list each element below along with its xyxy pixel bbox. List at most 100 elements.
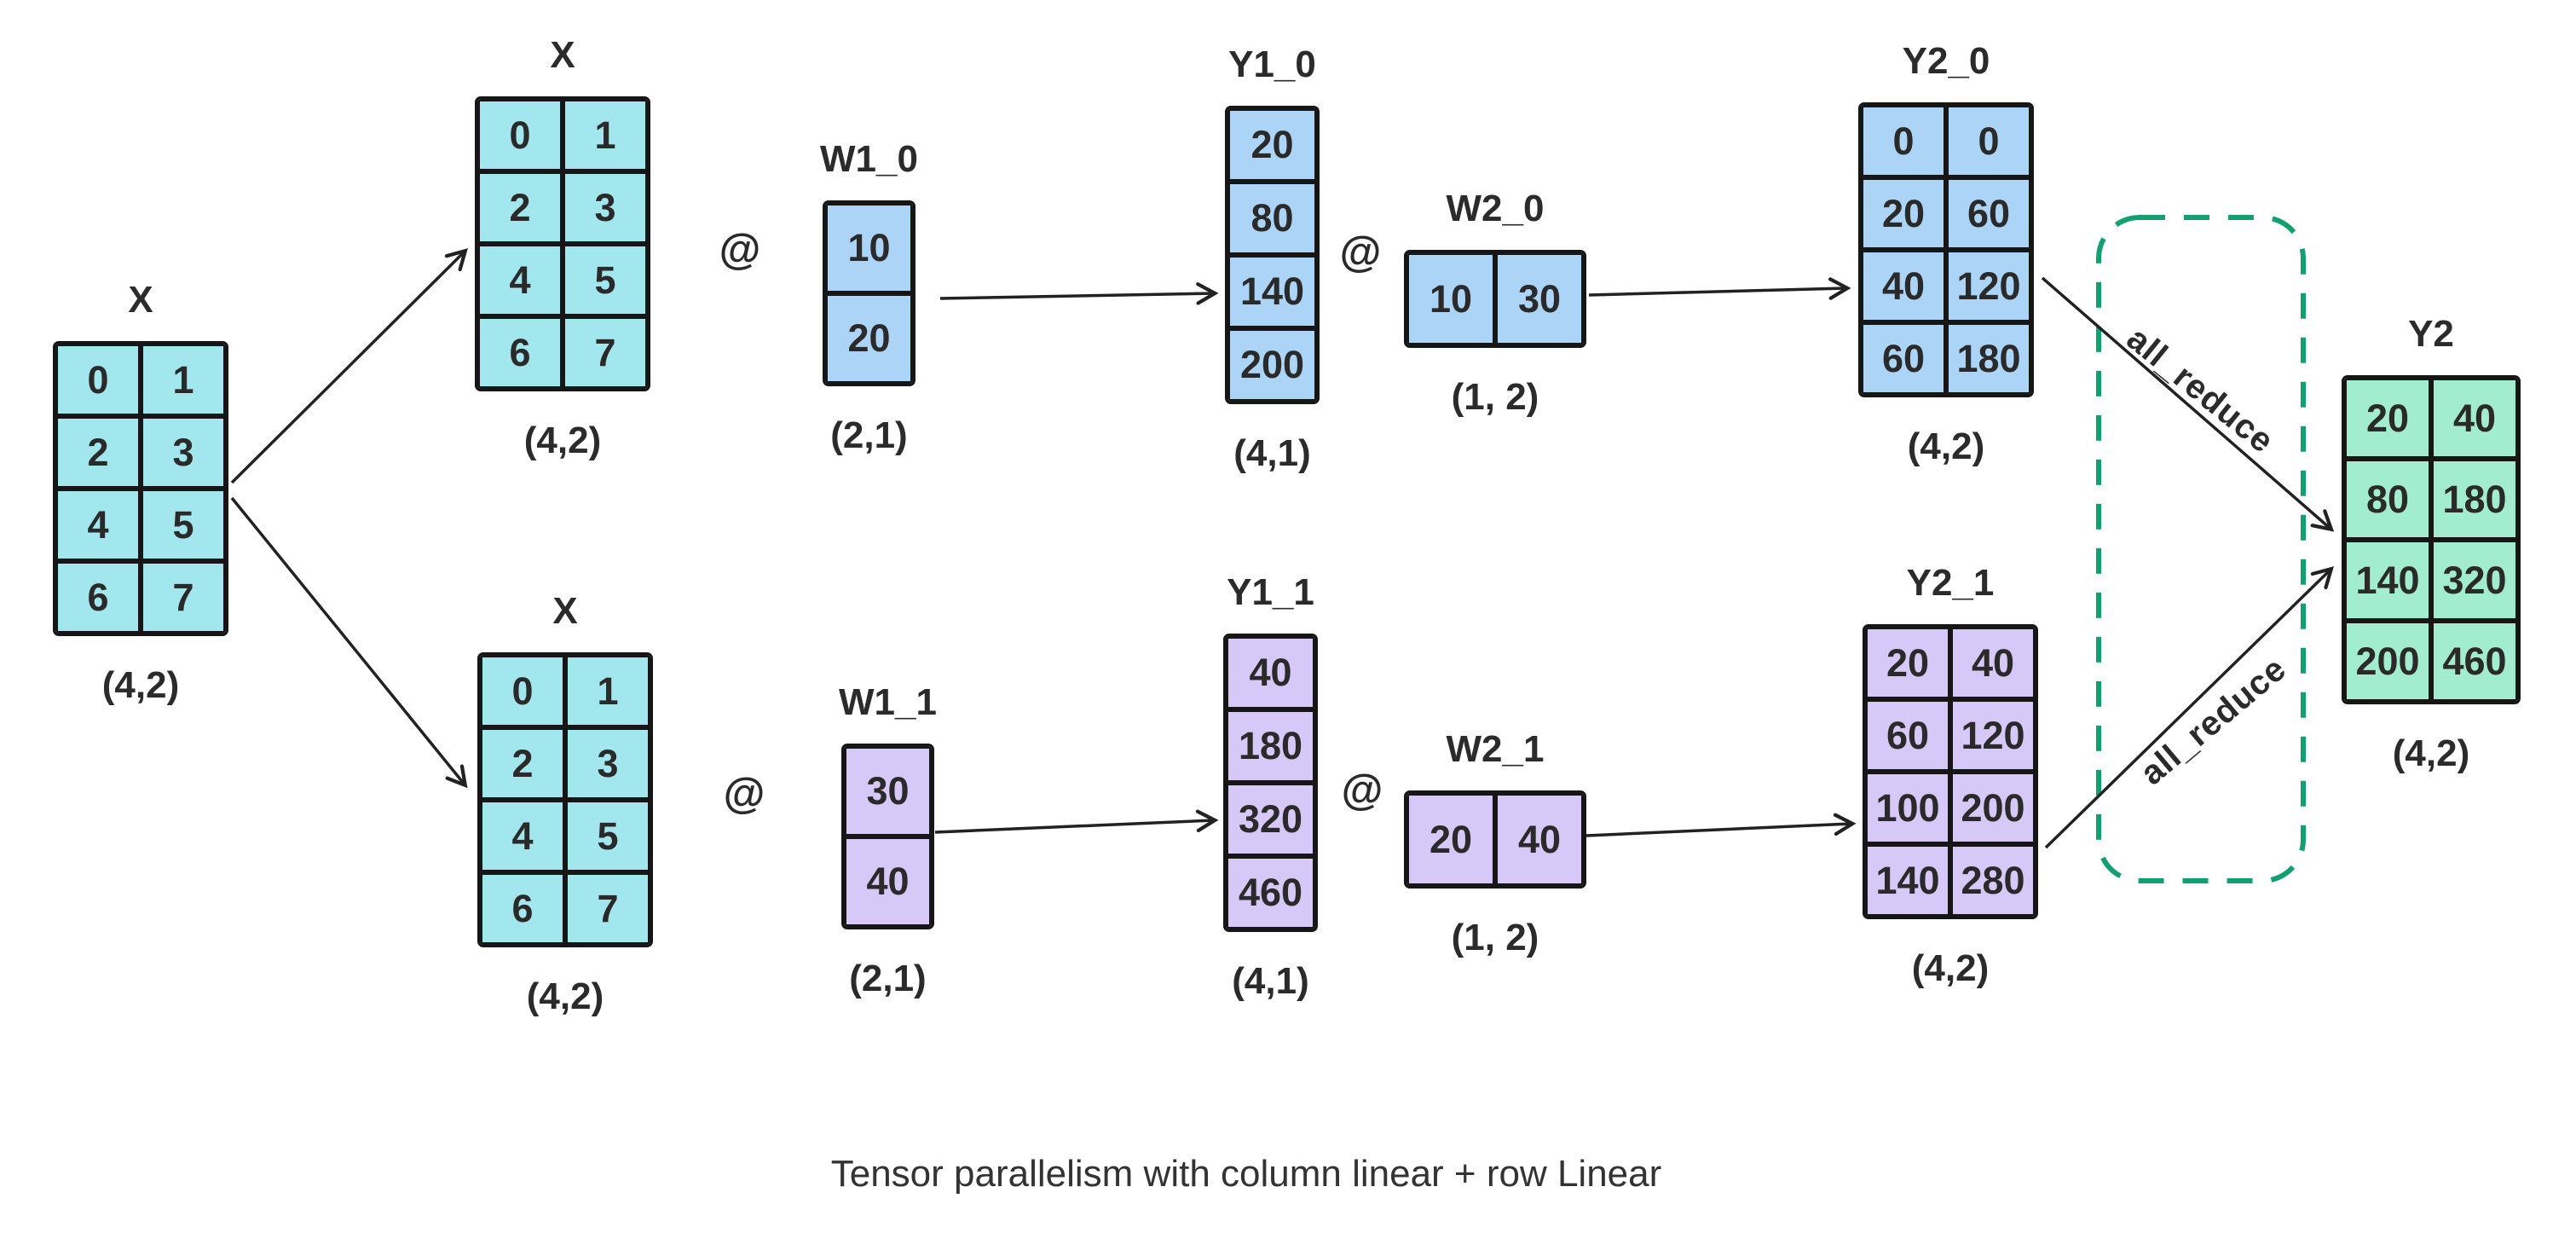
matrix-cell: 460 bbox=[2431, 621, 2518, 702]
matrix-cell: 6 bbox=[480, 872, 565, 945]
matrix-cell: 5 bbox=[565, 800, 650, 872]
matmul-operator: @ bbox=[719, 225, 761, 273]
matrix-cell: 100 bbox=[1865, 772, 1950, 844]
matrix-cell: 20 bbox=[1865, 627, 1950, 699]
matrix-shape-label: (4,1) bbox=[1232, 960, 1309, 1002]
matrix-cell: 120 bbox=[1946, 250, 2031, 322]
matrix-cell: 20 bbox=[1406, 793, 1495, 886]
matrix-cell: 7 bbox=[563, 316, 648, 389]
matrix-shape-label: (2,1) bbox=[830, 414, 908, 456]
matrix-cell: 6 bbox=[477, 316, 563, 389]
matrix-cell: 4 bbox=[477, 244, 563, 316]
matrix-label: X bbox=[550, 34, 575, 76]
matrix-cell: 2 bbox=[55, 416, 141, 489]
matrix-cell: 320 bbox=[2431, 540, 2518, 621]
matrix-cell: 3 bbox=[141, 416, 226, 489]
matrix-cell: 0 bbox=[1861, 105, 1946, 177]
matrix-cell: 3 bbox=[565, 727, 650, 800]
matrix-cell: 200 bbox=[2344, 621, 2431, 702]
matrix-cell: 20 bbox=[1227, 108, 1317, 182]
matrix-shape-label: (4,2) bbox=[1911, 947, 1990, 989]
matrix-label: Y1_0 bbox=[1228, 43, 1316, 85]
arrow-x-to-x-bottom bbox=[230, 496, 468, 789]
matrix-cell: 320 bbox=[1226, 783, 1315, 856]
matrix-cell: 120 bbox=[1950, 699, 2036, 772]
matrix-cell: 140 bbox=[1227, 255, 1317, 328]
matrix-cell: 180 bbox=[1226, 709, 1315, 783]
matrix-cell: 140 bbox=[1865, 844, 1950, 917]
matrix-shape-label: (4,2) bbox=[2392, 732, 2470, 774]
matrix-cell: 280 bbox=[1950, 844, 2036, 917]
arrow-w2-1-to-y2-1 bbox=[1585, 813, 1857, 837]
matrix-cell: 20 bbox=[824, 293, 913, 384]
matrix-shape-label: (4,1) bbox=[1233, 432, 1311, 474]
matrix-cell: 40 bbox=[1226, 636, 1315, 709]
matrix-cell: 60 bbox=[1861, 322, 1946, 395]
matrix-cell: 0 bbox=[55, 344, 141, 416]
matrix-cell: 5 bbox=[141, 489, 226, 561]
matrix-cell: 30 bbox=[1495, 252, 1584, 345]
all-reduce-dashed-box bbox=[2096, 215, 2306, 883]
matrix-cell: 30 bbox=[843, 746, 932, 836]
all-reduce-label: all_reduce bbox=[2133, 649, 2294, 793]
matrix-label: X bbox=[128, 279, 153, 321]
matrix-cell: 60 bbox=[1946, 177, 2031, 250]
matrix-shape-label: (4,2) bbox=[526, 975, 604, 1017]
matrix-cell: 180 bbox=[1946, 322, 2031, 395]
matrix-cell: 1 bbox=[565, 655, 650, 727]
matrix-cell: 200 bbox=[1950, 772, 2036, 844]
matrix-label: Y2 bbox=[2408, 313, 2454, 355]
matrix-cell: 10 bbox=[1406, 252, 1495, 345]
matrix-cell: 6 bbox=[55, 561, 141, 634]
matrix-cell: 5 bbox=[563, 244, 648, 316]
matrix-cell: 40 bbox=[1495, 793, 1584, 886]
matrix-cell: 60 bbox=[1865, 699, 1950, 772]
matrix-cell: 460 bbox=[1226, 856, 1315, 929]
all-reduce-label: all_reduce bbox=[2119, 320, 2281, 461]
matrix-cell: 2 bbox=[480, 727, 565, 800]
matrix-cell: 80 bbox=[1227, 182, 1317, 255]
matrix-shape-label: (4,2) bbox=[1907, 425, 1985, 467]
matrix-cell: 140 bbox=[2344, 540, 2431, 621]
matrix-label: W2_1 bbox=[1446, 728, 1545, 770]
arrow-x-to-x-top bbox=[230, 248, 468, 484]
matrix-cell: 0 bbox=[1946, 105, 2031, 177]
matrix-label: W1_1 bbox=[839, 681, 937, 723]
matmul-operator: @ bbox=[1339, 228, 1382, 275]
matrix-cell: 20 bbox=[2344, 378, 2431, 459]
matmul-operator: @ bbox=[723, 769, 765, 817]
matrix-cell: 180 bbox=[2431, 459, 2518, 540]
matrix-cell: 200 bbox=[1227, 328, 1317, 402]
arrow-w1-1-to-y1-1 bbox=[934, 809, 1219, 834]
matrix-shape-label: (2,1) bbox=[849, 958, 927, 999]
matrix-cell: 80 bbox=[2344, 459, 2431, 540]
arrow-w2-0-to-y2-0 bbox=[1588, 277, 1851, 300]
matrix-label: Y2_1 bbox=[1906, 562, 1995, 604]
arrow-w1-0-to-y1-0 bbox=[939, 282, 1219, 305]
matmul-operator: @ bbox=[1341, 766, 1383, 813]
matrix-cell: 40 bbox=[2431, 378, 2518, 459]
matrix-cell: 40 bbox=[1950, 627, 2036, 699]
matrix-cell: 7 bbox=[565, 872, 650, 945]
matrix-cell: 0 bbox=[477, 99, 563, 171]
